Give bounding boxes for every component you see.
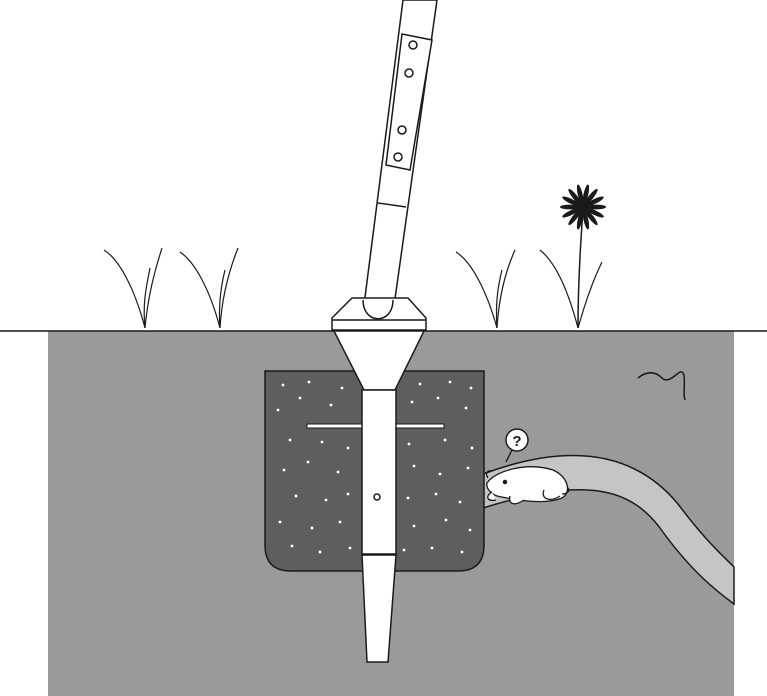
concrete-speck: [413, 465, 416, 468]
concrete-speck: [347, 447, 350, 450]
concrete-speck: [459, 501, 462, 504]
thought-bubble-text: ?: [512, 433, 521, 450]
concrete-speck: [431, 547, 434, 550]
concrete-speck: [291, 545, 294, 548]
concrete-speck: [330, 404, 333, 407]
concrete-speck: [347, 493, 350, 496]
concrete-speck: [349, 547, 352, 550]
concrete-speck: [444, 439, 447, 442]
concrete-speck: [465, 407, 468, 410]
concrete-speck: [407, 497, 410, 500]
concrete-speck: [295, 495, 298, 498]
concrete-speck: [467, 467, 470, 470]
concrete-speck: [449, 381, 452, 384]
concrete-speck: [461, 551, 464, 554]
concrete-speck: [435, 493, 438, 496]
concrete-speck: [403, 549, 406, 552]
concrete-speck: [283, 469, 286, 472]
concrete-speck: [325, 499, 328, 502]
concrete-speck: [471, 447, 474, 450]
concrete-speck: [299, 397, 302, 400]
concrete-speck: [277, 409, 280, 412]
concrete-speck: [321, 441, 324, 444]
concrete-speck: [311, 527, 314, 530]
concrete-speck: [419, 383, 422, 386]
flower-icon: [560, 184, 606, 328]
concrete-speck: [319, 551, 322, 554]
concrete-speck: [413, 525, 416, 528]
concrete-speck: [411, 401, 414, 404]
concrete-speck: [282, 384, 285, 387]
concrete-speck: [437, 397, 440, 400]
concrete-speck: [289, 439, 292, 442]
concrete-speck: [337, 471, 340, 474]
concrete-speck: [307, 461, 310, 464]
concrete-speck: [308, 381, 311, 384]
concrete-speck: [341, 387, 344, 390]
concrete-speck: [445, 519, 448, 522]
concrete-speck: [470, 387, 473, 390]
concrete-speck: [408, 443, 411, 446]
concrete-speck: [469, 529, 472, 532]
concrete-speck: [339, 521, 342, 524]
concrete-speck: [279, 521, 282, 524]
concrete-speck: [439, 473, 442, 476]
